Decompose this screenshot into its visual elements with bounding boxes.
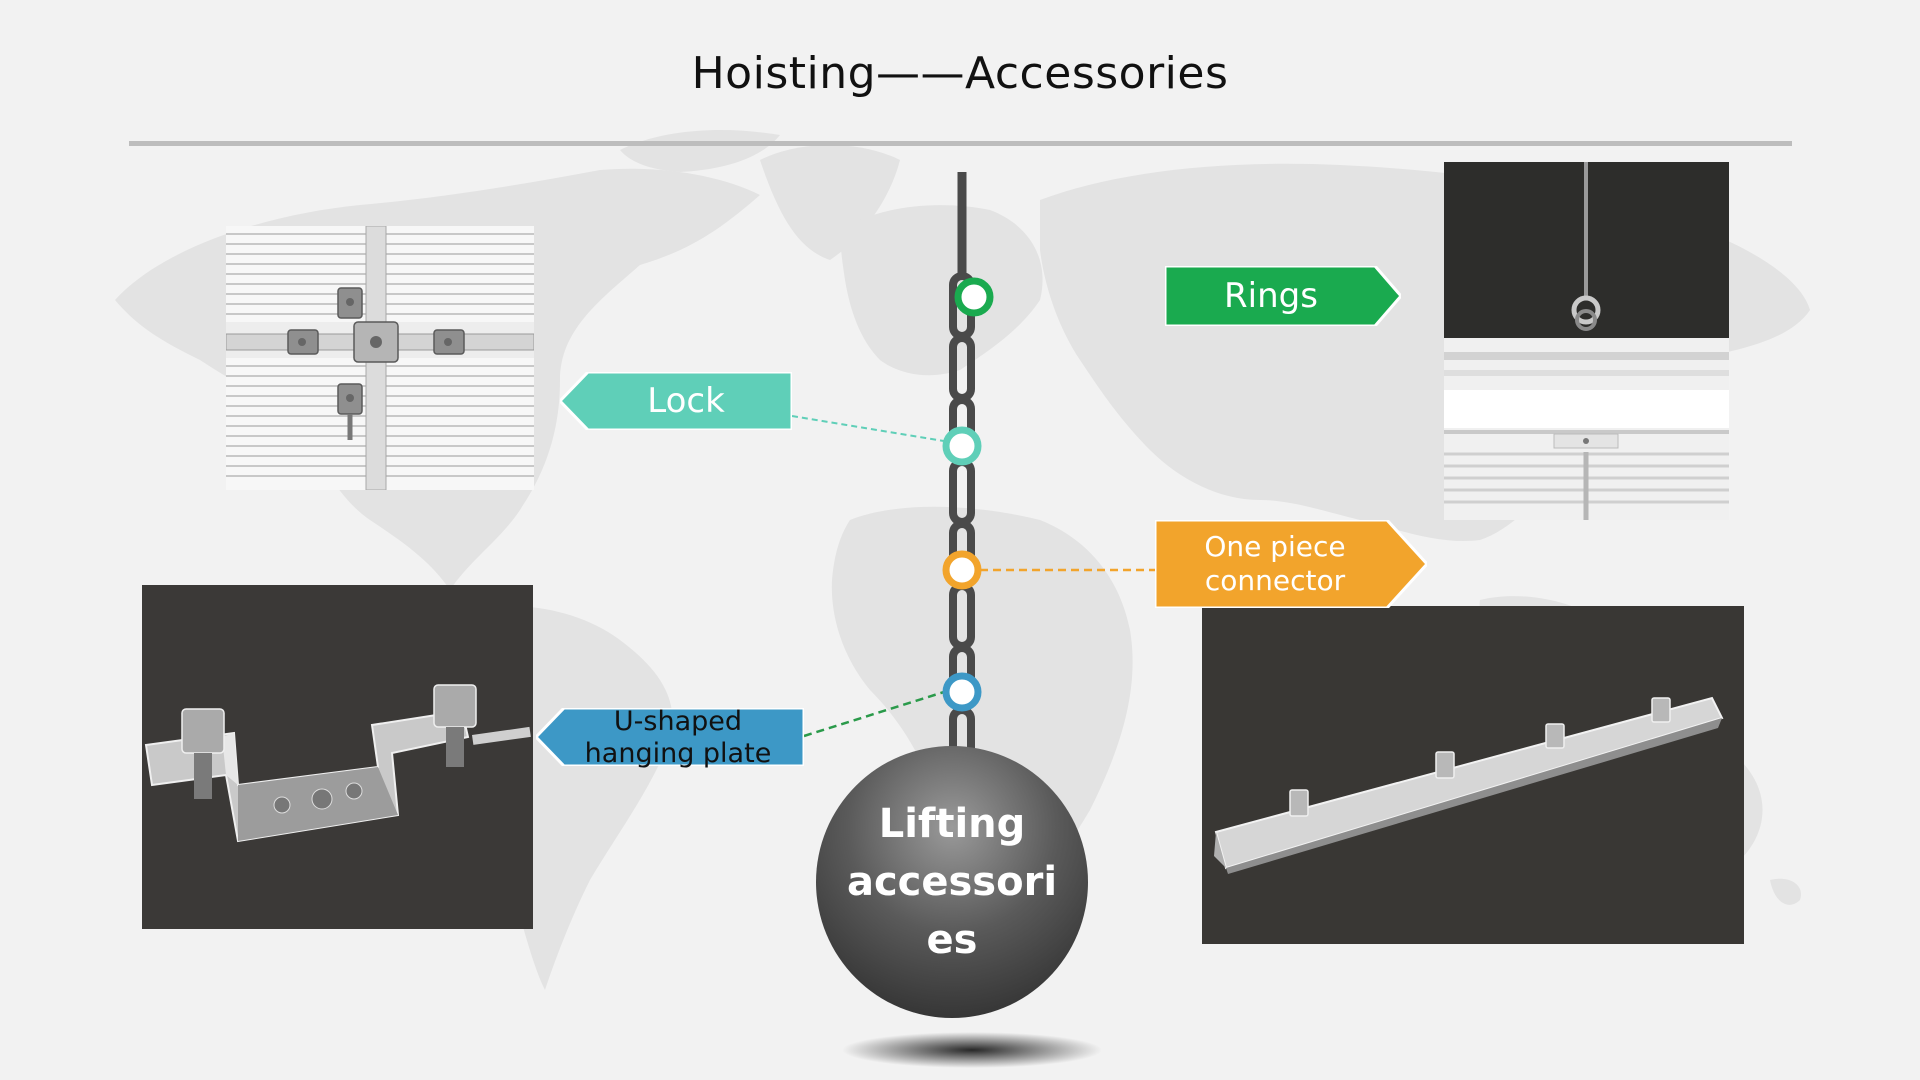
- title-divider: [129, 141, 1792, 146]
- slide-title: Hoisting——Accessories: [691, 48, 1229, 99]
- connector-node-icon: [942, 550, 982, 590]
- ball-shadow: [842, 1032, 1102, 1068]
- ushape-tag: U-shaped hanging plate: [536, 705, 804, 769]
- connector-photo: [1202, 606, 1744, 944]
- lock-node-icon: [942, 426, 982, 466]
- lifting-ball: [816, 746, 1088, 1018]
- ushape-node-icon: [942, 672, 982, 712]
- ushape-label-line-1: U-shaped: [613, 705, 743, 737]
- rings-tag: Rings: [1165, 266, 1401, 326]
- center-label: Lifting accessori es: [816, 795, 1088, 969]
- ushape-connector-line: [803, 690, 945, 738]
- lock-label: Lock: [647, 380, 725, 421]
- center-label-line-3: es: [926, 917, 978, 963]
- rings-photo: [1444, 162, 1729, 520]
- connector-label-line-1: One piece: [1204, 530, 1346, 564]
- ring-node-icon: [954, 277, 994, 317]
- ushape-label-line-2: hanging plate: [584, 738, 772, 769]
- lock-photo: [226, 226, 534, 490]
- u-shaped-plate-photo: [142, 585, 533, 929]
- lock-connector-line: [791, 415, 963, 445]
- connector-tag: One piece connector: [1155, 520, 1427, 608]
- connector-label-line-2: connector: [1204, 564, 1346, 597]
- center-label-line-2: accessori: [846, 859, 1058, 905]
- center-label-line-1: Lifting: [878, 801, 1026, 847]
- rings-label: Rings: [1224, 275, 1318, 316]
- lock-tag: Lock: [560, 372, 792, 430]
